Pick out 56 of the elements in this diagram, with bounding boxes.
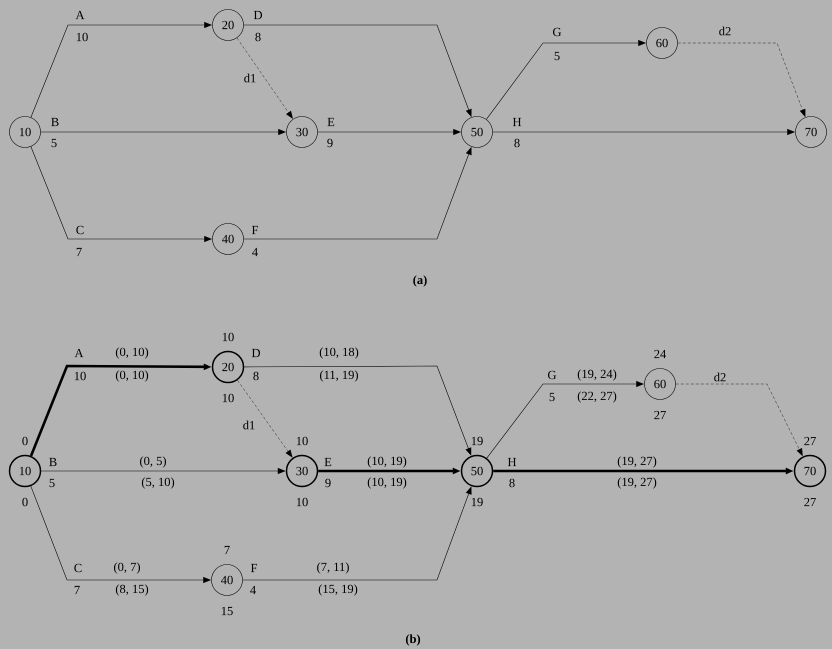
event-time: 15 bbox=[222, 606, 233, 616]
time-pair: (10, 19) bbox=[368, 456, 406, 468]
time-pair: (11, 19) bbox=[320, 370, 358, 382]
time-pair: (0, 10) bbox=[116, 370, 148, 382]
event-time: 0 bbox=[22, 436, 28, 446]
activity-letter: d2 bbox=[718, 26, 732, 36]
duration-label: 10 bbox=[74, 372, 86, 380]
time-pair: (0, 7) bbox=[114, 562, 140, 574]
event-time: 27 bbox=[654, 410, 666, 420]
duration-label: 8 bbox=[255, 32, 261, 42]
activity-letter: d1 bbox=[242, 420, 256, 430]
time-pair: (0, 5) bbox=[140, 456, 166, 468]
duration-label: 8 bbox=[509, 478, 515, 488]
duration-label: 8 bbox=[253, 372, 259, 380]
activity-letter: d2 bbox=[713, 372, 727, 382]
event-time: 7 bbox=[224, 546, 230, 554]
event-time: 10 bbox=[222, 332, 234, 342]
time-pair: (22, 27) bbox=[578, 391, 616, 403]
duration-label: 7 bbox=[76, 248, 82, 256]
duration-label: 9 bbox=[325, 478, 331, 488]
time-pair: (19, 27) bbox=[618, 456, 656, 468]
arrow bbox=[676, 384, 803, 456]
duration-label: 9 bbox=[327, 138, 333, 148]
time-pair: (10, 19) bbox=[368, 477, 406, 489]
duration-label: 4 bbox=[250, 586, 256, 594]
arrow bbox=[236, 38, 293, 119]
duration-label: 8 bbox=[514, 138, 520, 148]
arrow bbox=[237, 380, 292, 458]
time-pair: (19, 27) bbox=[618, 477, 656, 489]
event-time: 10 bbox=[296, 498, 308, 506]
time-pair: (19, 24) bbox=[578, 369, 616, 381]
duration-label: 5 bbox=[550, 392, 555, 402]
event-time: 24 bbox=[654, 350, 666, 358]
duration-label: 7 bbox=[74, 586, 80, 594]
event-time: 19 bbox=[472, 436, 483, 446]
event-time: 19 bbox=[472, 498, 483, 506]
duration-label: 5 bbox=[52, 138, 57, 148]
duration-label: 5 bbox=[554, 52, 560, 60]
event-time: 27 bbox=[804, 498, 816, 506]
activity-letter: d1 bbox=[243, 73, 257, 83]
event-time: 10 bbox=[296, 436, 308, 446]
duration-label: 4 bbox=[252, 248, 258, 256]
time-pair: (5, 10) bbox=[142, 477, 174, 489]
time-pair: (10, 18) bbox=[320, 347, 358, 359]
time-pair: (7, 11) bbox=[317, 562, 349, 574]
time-pair: (8, 15) bbox=[116, 584, 148, 596]
time-pair: (15, 19) bbox=[318, 584, 358, 596]
event-time: 0 bbox=[22, 498, 28, 506]
event-time: 27 bbox=[804, 436, 816, 446]
panel-caption: (a) bbox=[413, 275, 427, 287]
duration-label: 5 bbox=[50, 478, 55, 488]
duration-label: 10 bbox=[76, 32, 88, 42]
arrow bbox=[678, 42, 806, 117]
event-time: 10 bbox=[222, 394, 234, 402]
time-pair: (0, 10) bbox=[116, 347, 148, 359]
panel-caption: (b) bbox=[406, 634, 420, 646]
